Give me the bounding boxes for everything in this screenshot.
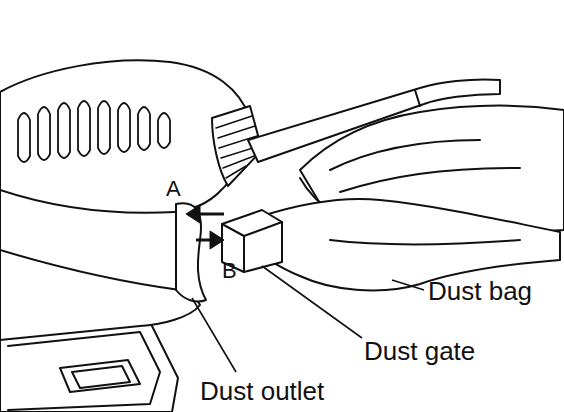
vent-slots [18,101,170,162]
body-seam [0,190,175,213]
callout-letter: A [166,178,181,200]
sander-housing [0,60,250,340]
base-plate [8,332,160,410]
callout-letter: B [222,260,237,282]
part-label: Dust bag [428,278,532,304]
part-label: Dust gate [364,338,475,364]
pad-clamp-inner [72,366,130,388]
dust-outlet-nozzle [176,203,206,301]
pad-clamp [60,360,140,392]
body-seam-lower [0,250,180,290]
dust-bag [262,199,560,290]
cord-end [415,90,420,106]
bag-fold [330,240,520,245]
direction-arrows [186,205,224,249]
part-label: Dust outlet [200,378,324,404]
